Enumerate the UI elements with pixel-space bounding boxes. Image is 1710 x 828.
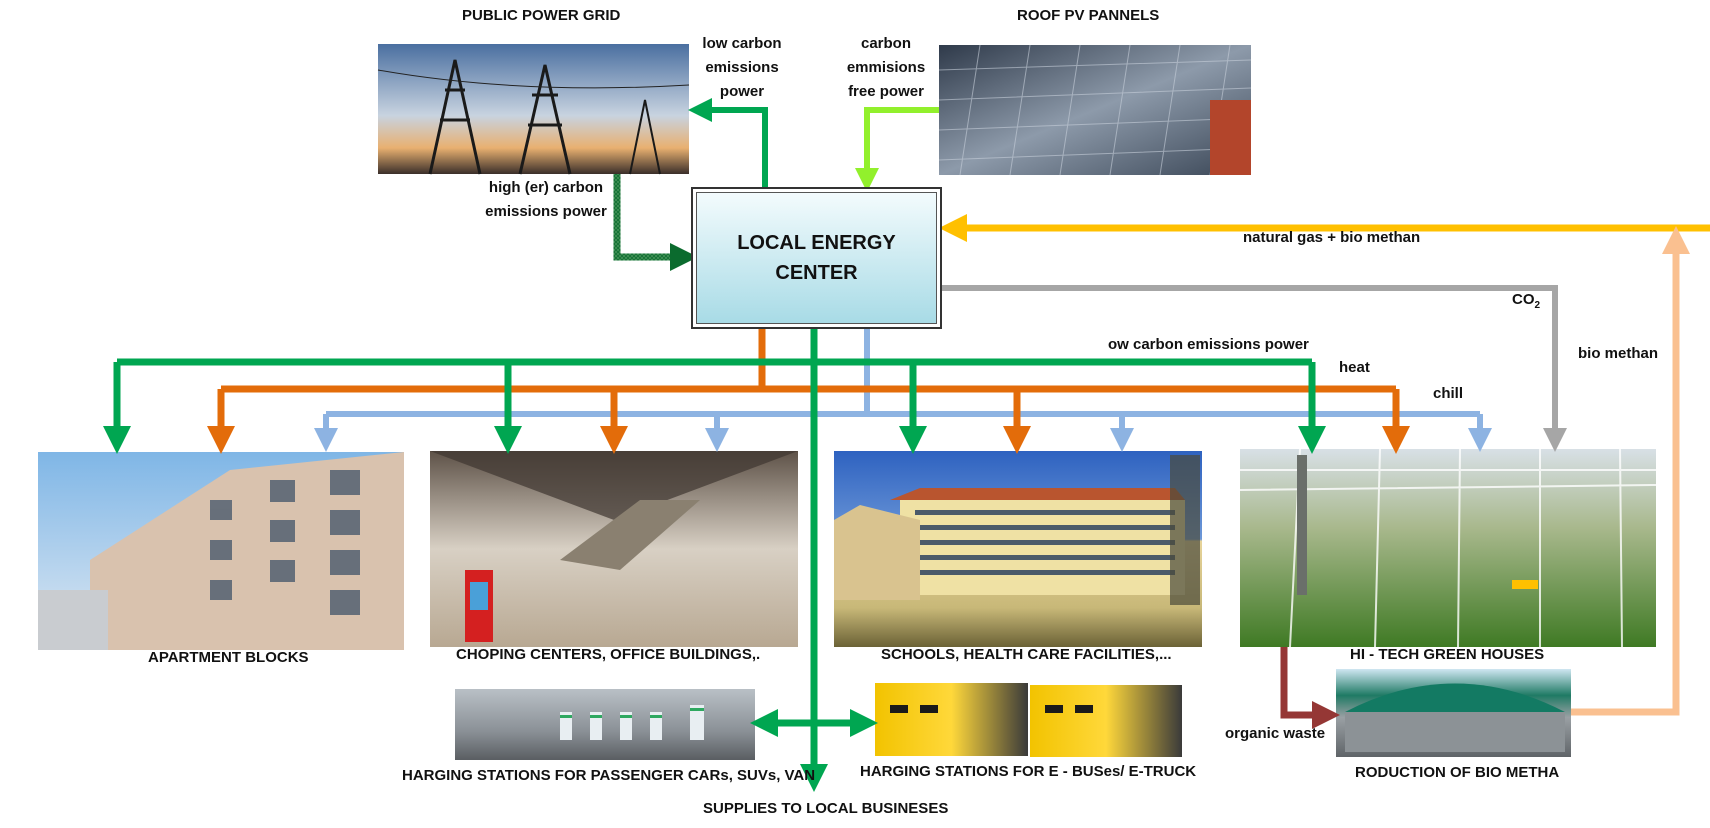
bio-methane-plant-photo bbox=[1336, 669, 1571, 757]
school-photo bbox=[834, 451, 1202, 647]
grid-high-carbon-arrow bbox=[613, 174, 698, 271]
shopping-center-photo bbox=[430, 451, 798, 647]
pv-free-power-arrow bbox=[855, 107, 939, 192]
power-grid-photo bbox=[377, 44, 690, 175]
charging-cars-photo bbox=[455, 689, 755, 760]
organic-waste-label: organic waste bbox=[1225, 725, 1326, 742]
shopping-centers-label: CHOPING CENTERS, OFFICE BUILDINGS,. bbox=[456, 646, 761, 663]
local-energy-center-label: LOCAL ENERGY CENTER bbox=[696, 192, 937, 324]
apartment-blocks-photo bbox=[38, 452, 404, 650]
pv-panels-photo bbox=[938, 44, 1252, 176]
public-power-grid-title: PUBLIC POWER GRID bbox=[462, 7, 621, 24]
charging-buses-photo bbox=[875, 683, 1182, 757]
low-carbon-power-label: low carbon emissions power bbox=[702, 35, 782, 100]
organic-waste-arrow bbox=[1280, 647, 1340, 729]
roof-pv-title: ROOF PV PANNELS bbox=[1017, 7, 1160, 24]
low-carbon-line-label: ow carbon emissions power bbox=[1108, 336, 1309, 353]
chill-line bbox=[314, 329, 1492, 452]
co2-label: CO2 bbox=[1512, 291, 1541, 311]
local-businesses-label: SUPPLIES TO LOCAL BUSINESES bbox=[703, 800, 949, 817]
low-carbon-to-grid-arrow bbox=[688, 98, 768, 188]
charging-buses-label: HARGING STATIONS FOR E - BUSes/ E-TRUCK bbox=[860, 763, 1197, 780]
bio-methan-arrow bbox=[1571, 226, 1690, 716]
local-energy-center: LOCAL ENERGY CENTER bbox=[691, 187, 942, 329]
high-carbon-power-label: high (er) carbon emissions power bbox=[485, 179, 607, 220]
bio-methane-production-label: RODUCTION OF BIO METHA bbox=[1355, 764, 1560, 781]
electricity-line bbox=[103, 329, 1326, 792]
greenhouses-label: HI - TECH GREEN HOUSES bbox=[1350, 646, 1545, 663]
chill-label: chill bbox=[1433, 385, 1464, 402]
carbon-free-power-label: carbon emmisions free power bbox=[846, 35, 926, 100]
center-title-line1: LOCAL ENERGY bbox=[737, 232, 896, 254]
schools-label: SCHOOLS, HEALTH CARE FACILITIES,... bbox=[881, 646, 1172, 663]
natural-gas-label: natural gas + bio methan bbox=[1243, 229, 1421, 246]
greenhouses-photo bbox=[1239, 448, 1657, 648]
apartment-blocks-label: APARTMENT BLOCKS bbox=[148, 649, 309, 666]
center-title-line2: CENTER bbox=[775, 262, 858, 284]
co2-arrow bbox=[942, 285, 1567, 452]
charging-cars-label: HARGING STATIONS FOR PASSENGER CARs, SUV… bbox=[402, 767, 816, 784]
heat-label: heat bbox=[1339, 359, 1370, 376]
bio-methan-label: bio methan bbox=[1578, 345, 1659, 362]
